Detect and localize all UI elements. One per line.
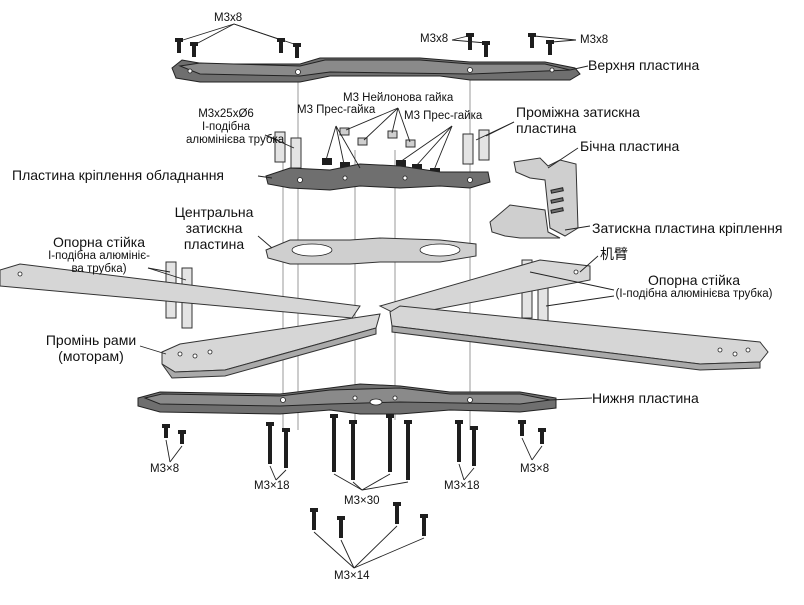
- label-mount-clamp-plate: Затискна пластина кріплення: [592, 220, 783, 236]
- bottom-plate: [137, 383, 557, 415]
- frame-arm-line-1: Промінь рами: [45, 332, 137, 348]
- top-plate: [171, 57, 581, 83]
- bottom-screws: [162, 414, 546, 538]
- label-nylon-nut: M3 Нейлонова гайка: [343, 92, 454, 104]
- label-m3x18-right: M3×18: [444, 480, 480, 492]
- label-center-clamp-plate: Центральна затискна пластина: [166, 204, 262, 252]
- label-m3x8-top-left: M3x8: [214, 12, 243, 24]
- support-right-line-1: Опорна стійка: [647, 272, 740, 288]
- mid-clamp-line-2: пластина: [516, 120, 577, 137]
- label-equipment-plate: Пластина кріплення обладнання: [12, 167, 225, 183]
- mount-clamp-plate: [489, 204, 561, 239]
- label-m3x30: M3×30: [344, 495, 380, 507]
- label-support-right: Опорна стійка (I-подібна алюмінієва труб…: [606, 272, 782, 301]
- label-m3x8-bottom-left: M3×8: [150, 463, 180, 475]
- center-clamp-plate: [265, 237, 477, 265]
- mid-clamp-line-1: Проміжна затискна: [516, 104, 640, 120]
- label-frame-arm: Промінь рами (моторам): [36, 332, 146, 364]
- label-press-nut-left: M3 Прес-гайка: [297, 104, 376, 116]
- label-press-nut-right: M3 Прес-гайка: [404, 110, 483, 122]
- support-right-line-2: (I-подібна алюмінієва трубка): [615, 288, 773, 301]
- label-mid-clamp-plate: Проміжна затискна пластина: [516, 104, 640, 136]
- support-left-line-2: I-подібна алюмініє-: [48, 250, 150, 263]
- label-m3x8-top-right: M3x8: [580, 34, 609, 46]
- label-support-left: Опорна стійка I-подібна алюмініє- ва тру…: [40, 234, 158, 277]
- side-plate: [513, 157, 579, 237]
- label-m3x14: M3×14: [334, 570, 370, 582]
- label-top-plate: Верхня пластина: [588, 57, 700, 73]
- frame-arm-line-2: (моторам): [58, 348, 124, 365]
- label-m3x8-bottom-right: M3×8: [520, 463, 550, 475]
- label-standoff-spec: M3x25xØ6 I-подібна алюмінієва трубка: [186, 108, 285, 148]
- label-side-plate: Бічна пластина: [580, 138, 680, 154]
- label-m3x8-top-mid: M3x8: [420, 33, 449, 45]
- center-clamp-line-1: Центральна: [174, 204, 254, 220]
- center-clamp-line-3: пластина: [183, 236, 245, 253]
- equipment-mount-plate: [265, 163, 491, 191]
- label-m3x18-left: M3×18: [254, 480, 290, 492]
- support-left-line-3: ва трубка): [71, 263, 127, 276]
- label-arm-cn: 机臂: [600, 246, 628, 262]
- frame-arms: [0, 259, 769, 379]
- center-clamp-line-2: затискна: [185, 220, 243, 237]
- top-screws-m3x8: [175, 33, 554, 58]
- upper-standoffs: [274, 129, 490, 169]
- support-left-line-1: Опорна стійка: [52, 234, 145, 250]
- standoff-spec-line-3: алюмінієва трубка: [186, 134, 285, 147]
- standoff-spec-line-1: M3x25xØ6: [198, 108, 254, 120]
- label-bottom-plate: Нижня пластина: [592, 390, 699, 406]
- standoff-spec-line-2: I-подібна: [202, 121, 250, 134]
- leader-lines: [139, 23, 615, 569]
